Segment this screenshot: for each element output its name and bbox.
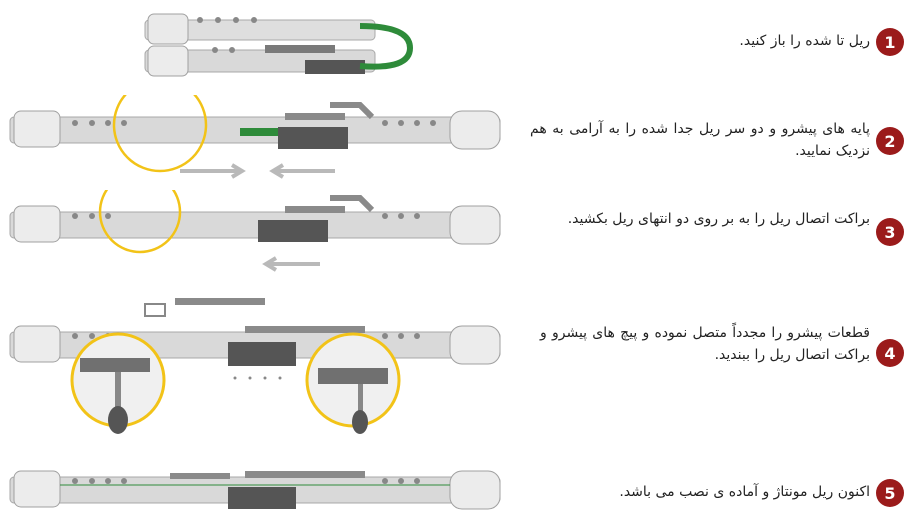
step-1-text: ریل تا شده را باز کنید. [739,33,870,49]
step-1-badge: 1 [876,28,904,56]
step-3-illustration [9,190,501,272]
step-2-badge: 2 [876,127,904,155]
step-4-illustration [9,298,501,434]
step-5-badge: 5 [876,479,904,507]
step-2-illustration [9,95,501,179]
step-3-badge: 3 [876,218,904,246]
step-4-badge: 4 [876,339,904,367]
step-5-text: اکنون ریل مونتاژ و آماده ی نصب می باشد. [619,484,870,500]
step-1-illustration [144,13,414,77]
step-4-text: قطعات پیشرو را مجدداً متصل نموده و پیچ ه… [540,325,870,363]
step-3-text: براکت اتصال ریل را به بر روی دو انتهای ر… [567,211,870,227]
step-5-illustration [9,470,501,510]
step-2-text: پایه های پیشرو و دو سر ریل جدا شده را به… [530,121,870,159]
